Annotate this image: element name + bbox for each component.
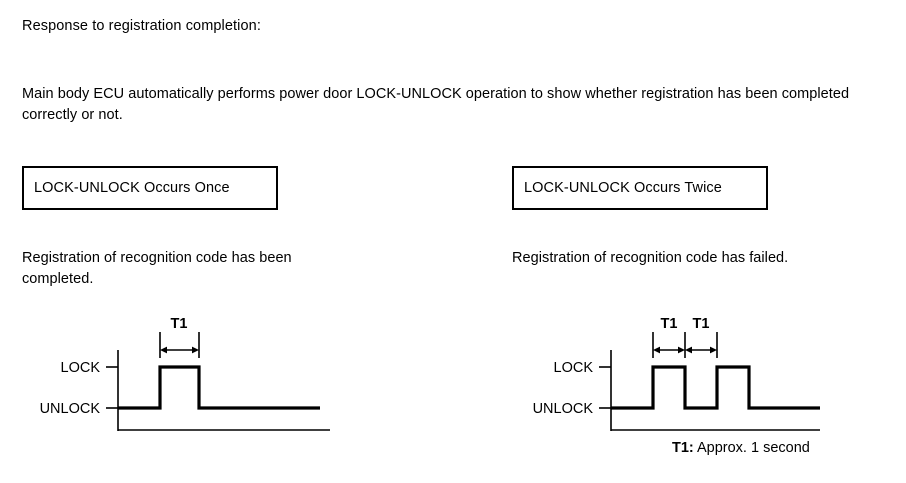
case-description-twice: Registration of recognition code has fai… xyxy=(512,250,789,266)
case-title-label: LOCK-UNLOCK Occurs Twice xyxy=(524,180,722,196)
dimension-arrowhead-right xyxy=(192,346,199,354)
dimension-arrowhead-2-right xyxy=(710,346,717,354)
intro-heading: Response to registration completion: xyxy=(22,18,261,34)
timing-diagram-once: LOCK UNLOCK T1 xyxy=(0,310,400,440)
case-title-label: LOCK-UNLOCK Occurs Once xyxy=(34,180,230,196)
dimension-arrowhead-1-left xyxy=(653,346,660,354)
dimension-label-t1-first: T1 xyxy=(661,316,678,332)
footnote-symbol: T1: xyxy=(672,440,694,456)
footnote-t1: T1: Approx. 1 second xyxy=(672,440,810,456)
footnote-text: Approx. 1 second xyxy=(693,440,810,456)
waveform-trace xyxy=(611,365,820,410)
timing-diagram-twice: LOCK UNLOCK T1 T1 xyxy=(490,310,890,440)
axis-label-lock: LOCK xyxy=(554,360,594,376)
dimension-arrowhead-2-left xyxy=(685,346,692,354)
dimension-arrowhead-1-right xyxy=(678,346,685,354)
case-column-once: LOCK-UNLOCK Occurs Once Registration of … xyxy=(0,166,400,440)
dimension-label-t1-second: T1 xyxy=(693,316,710,332)
timing-diagram-svg-once: LOCK UNLOCK T1 xyxy=(40,316,330,431)
dimension-arrowhead-left xyxy=(160,346,167,354)
timing-diagram-svg-twice: LOCK UNLOCK T1 T1 xyxy=(533,316,820,431)
case-title-box-once: LOCK-UNLOCK Occurs Once xyxy=(22,166,278,210)
axis-label-unlock: UNLOCK xyxy=(40,401,101,417)
case-description-once: Registration of recognition code has bee… xyxy=(22,250,292,287)
axis-label-lock: LOCK xyxy=(61,360,101,376)
case-title-box-twice: LOCK-UNLOCK Occurs Twice xyxy=(512,166,768,210)
case-column-twice: LOCK-UNLOCK Occurs Twice Registration of… xyxy=(490,0,906,483)
dimension-label-t1: T1 xyxy=(171,316,188,332)
intro-paragraph: Main body ECU automatically performs pow… xyxy=(22,86,850,123)
waveform-trace xyxy=(118,365,320,410)
axis-label-unlock: UNLOCK xyxy=(533,401,594,417)
